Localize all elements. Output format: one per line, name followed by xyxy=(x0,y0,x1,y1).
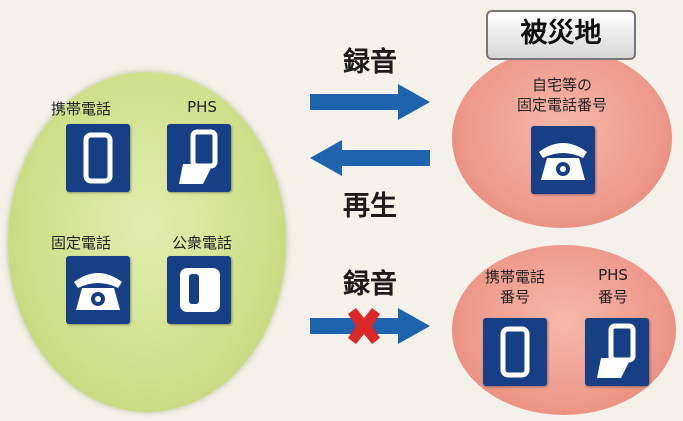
phs-number-phone-icon xyxy=(585,318,649,386)
payphone-label: 公衆電話 xyxy=(171,234,232,252)
playback-label: 再生 xyxy=(343,191,397,222)
phs-number-line1: PHS xyxy=(598,266,628,284)
home-landline-line2: 固定電話番号 xyxy=(516,96,607,114)
mobile-phone-icon xyxy=(66,124,130,192)
playback-arrow-left xyxy=(310,140,430,176)
home-landline-line1: 自宅等の xyxy=(531,76,592,94)
phs-icon xyxy=(167,124,231,192)
mobile-number-phone-icon xyxy=(483,318,547,386)
phs-number-line2: 番号 xyxy=(597,288,628,306)
cross-icon xyxy=(348,308,380,344)
record-label-bottom: 録音 xyxy=(343,269,397,300)
record-arrow-right xyxy=(310,84,430,120)
disaster-area-badge: 被災地 xyxy=(486,10,636,60)
mobile-label: 携帯電話 xyxy=(50,100,111,118)
landline-phone-icon xyxy=(66,256,130,324)
phs-label: PHS xyxy=(187,98,217,116)
mobile-number-line1: 携帯電話 xyxy=(484,268,545,286)
callers-group xyxy=(8,72,286,412)
record-label-top: 録音 xyxy=(343,47,397,78)
disaster-landline-phone-icon xyxy=(531,126,595,194)
landline-label: 固定電話 xyxy=(50,234,111,252)
payphone-icon xyxy=(167,256,231,324)
mobile-number-line2: 番号 xyxy=(499,288,530,306)
